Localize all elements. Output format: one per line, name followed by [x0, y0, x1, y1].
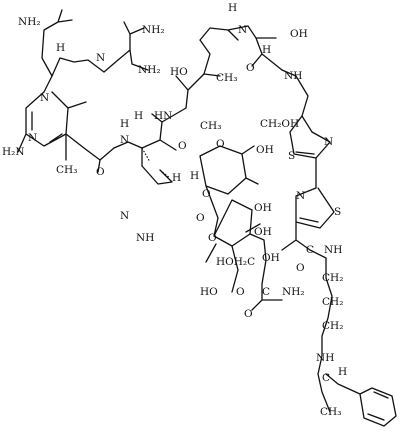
label-h: H: [338, 366, 347, 378]
label-ch3: CH₃: [200, 120, 221, 132]
atom-labels: NH₂ NH₂ NH₂ H N H N OH H HO CH₃ N N H₂N …: [2, 2, 347, 418]
label-nh2: NH₂: [138, 64, 161, 76]
label-o: O: [296, 262, 305, 274]
label-o: O: [216, 138, 225, 150]
label-n: N: [324, 136, 333, 148]
label-nh2: NH₂: [142, 24, 165, 36]
label-n: N: [28, 132, 37, 144]
label-nh2: NH₂: [18, 16, 41, 28]
label-ch2: CH₂: [322, 296, 343, 308]
label-oh: OH: [290, 28, 308, 40]
label-o: O: [202, 188, 211, 200]
label-s: S: [288, 150, 295, 162]
stereo-bonds: [141, 147, 171, 179]
label-o: O: [244, 308, 253, 320]
label-o: O: [196, 212, 205, 224]
label-o: O: [96, 166, 105, 178]
label-o: O: [178, 140, 187, 152]
label-h: H: [172, 172, 181, 184]
label-o: O: [208, 232, 217, 244]
label-h: H: [262, 44, 271, 56]
label-nh: NH: [284, 70, 302, 82]
label-n: N: [96, 52, 105, 64]
label-c: C: [322, 372, 330, 384]
label-c: C: [306, 244, 314, 256]
label-oh: OH: [256, 144, 274, 156]
label-n: N: [120, 210, 129, 222]
label-ho: HO: [200, 286, 218, 298]
label-o: O: [236, 286, 245, 298]
label-ch2oh: CH₂OH: [260, 118, 299, 130]
label-nh2: NH₂: [282, 286, 305, 298]
label-nh: NH: [324, 244, 342, 256]
label-oh: OH: [254, 202, 272, 214]
bond-lines: [17, 9, 397, 427]
label-hoh2c: HOH₂C: [216, 256, 255, 268]
label-h: H: [190, 170, 199, 182]
label-ho: HO: [170, 66, 188, 78]
label-h: H: [120, 118, 129, 130]
label-ch3: CH₃: [56, 164, 77, 176]
label-n: N: [238, 24, 247, 36]
label-hn: HN: [154, 110, 172, 122]
label-ch3: CH₃: [216, 72, 237, 84]
label-ch3: CH₃: [320, 406, 341, 418]
label-ch2: CH₂: [322, 320, 343, 332]
label-h: H: [56, 42, 65, 54]
label-o: O: [246, 62, 255, 74]
label-n: N: [120, 134, 129, 146]
label-n: N: [40, 92, 49, 104]
label-h: H: [134, 110, 143, 122]
label-h2n: H₂N: [2, 146, 25, 158]
label-h: H: [228, 2, 237, 14]
label-ch2: CH₂: [322, 272, 343, 284]
label-c: C: [262, 286, 270, 298]
label-oh: OH: [262, 252, 280, 264]
label-s: S: [334, 206, 341, 218]
label-nh: NH: [136, 232, 154, 244]
label-oh: OH: [254, 226, 272, 238]
label-nh: NH: [316, 352, 334, 364]
label-n: N: [296, 190, 305, 202]
